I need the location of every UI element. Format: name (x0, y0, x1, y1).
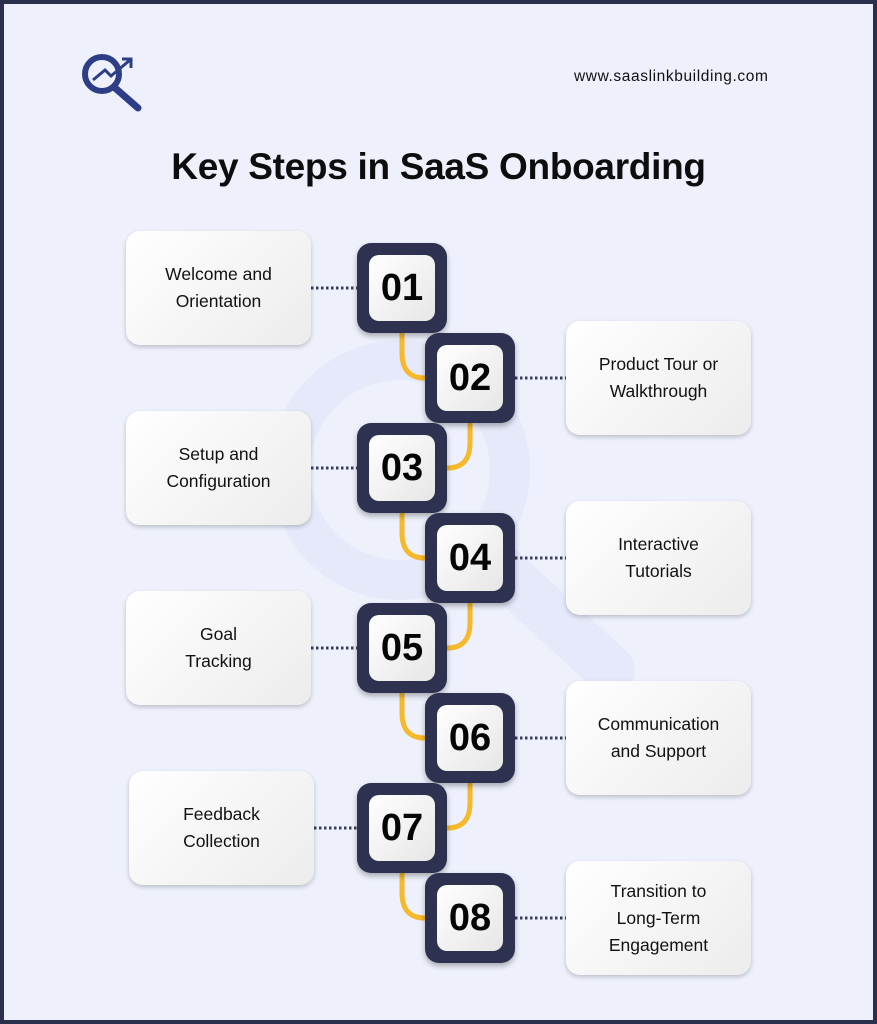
step-connector (446, 423, 473, 471)
step-number-badge: 05 (357, 603, 447, 693)
step-number-badge: 06 (425, 693, 515, 783)
step-card: Interactive Tutorials (566, 501, 751, 615)
step-card: Goal Tracking (126, 591, 311, 705)
step-connector (446, 603, 473, 651)
step-connector (399, 693, 426, 741)
website-url: www.saaslinkbuilding.com (574, 68, 769, 85)
step-connector (399, 873, 426, 921)
step-connector (446, 783, 473, 831)
magnifier-growth-logo-icon (82, 54, 142, 112)
step-card: Setup and Configuration (126, 411, 311, 525)
step-card: Feedback Collection (129, 771, 314, 885)
step-number-badge: 08 (425, 873, 515, 963)
step-number: 06 (437, 705, 503, 771)
step-number-badge: 01 (357, 243, 447, 333)
step-number: 07 (369, 795, 435, 861)
step-number: 05 (369, 615, 435, 681)
step-number: 08 (437, 885, 503, 951)
step-number: 04 (437, 525, 503, 591)
step-number: 01 (369, 255, 435, 321)
step-number-badge: 07 (357, 783, 447, 873)
step-card: Product Tour or Walkthrough (566, 321, 751, 435)
step-connector (399, 513, 426, 561)
step-number: 03 (369, 435, 435, 501)
step-number: 02 (437, 345, 503, 411)
step-number-badge: 02 (425, 333, 515, 423)
step-card: Transition to Long-Term Engagement (566, 861, 751, 975)
page-title: Key Steps in SaaS Onboarding (171, 146, 706, 187)
step-number-badge: 04 (425, 513, 515, 603)
step-card: Welcome and Orientation (126, 231, 311, 345)
step-connector (399, 333, 426, 381)
step-card: Communication and Support (566, 681, 751, 795)
step-number-badge: 03 (357, 423, 447, 513)
